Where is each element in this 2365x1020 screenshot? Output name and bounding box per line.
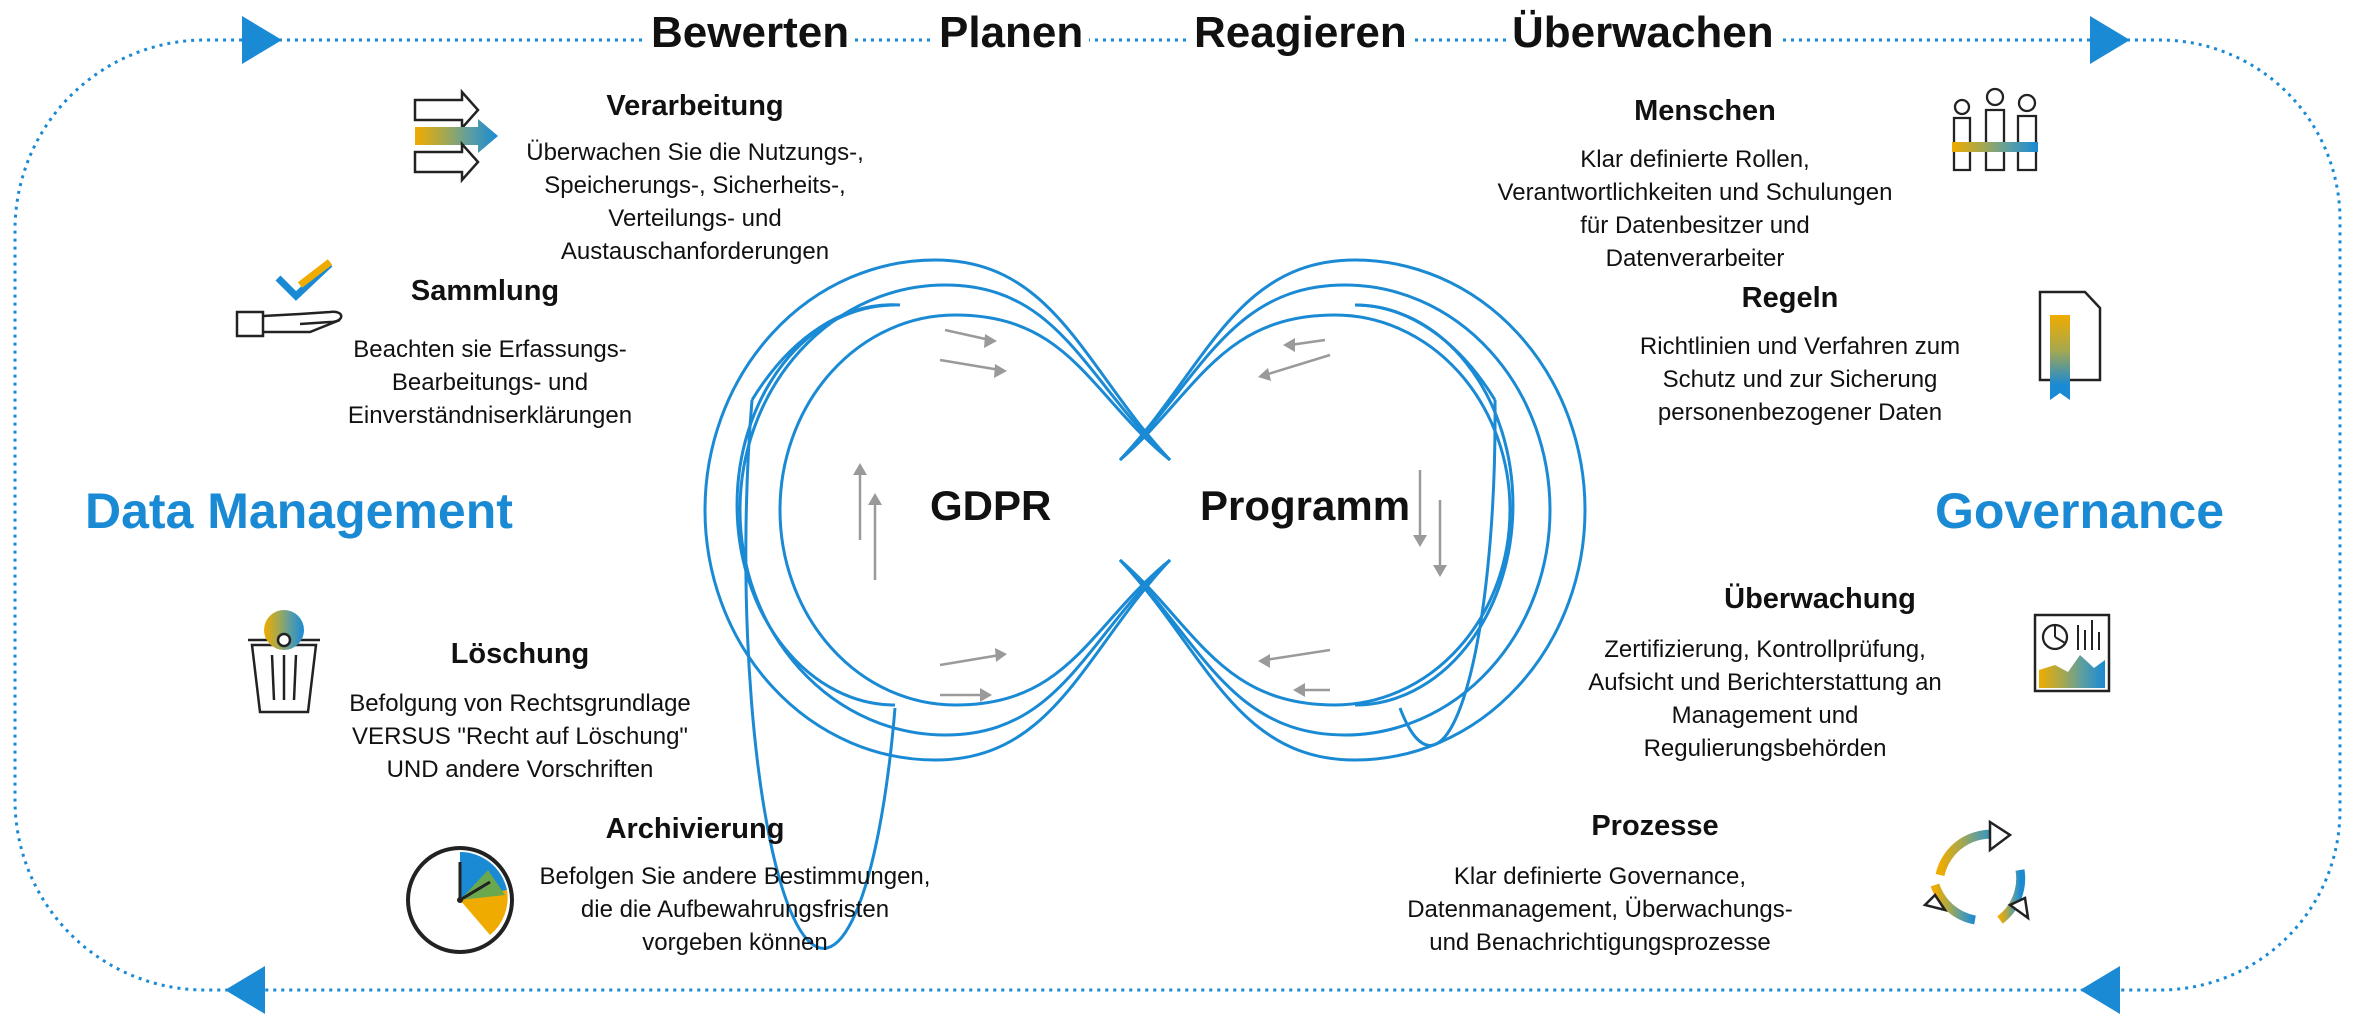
stage-label: Bewerten — [645, 8, 856, 58]
item-title: Überwachung — [1724, 583, 1916, 615]
item-title: Archivierung — [605, 813, 785, 845]
infinity-symbol — [703, 258, 1587, 950]
document-ribbon-icon — [2038, 290, 2102, 400]
arrow-right-icon — [242, 16, 282, 64]
stage-label: Überwachen — [1506, 8, 1780, 58]
item-description: Beachten sie Erfassungs- Bearbeitungs- u… — [347, 336, 633, 429]
item-description: Klar definierte Rollen, Verantwortlichke… — [1497, 146, 1893, 272]
item-title: Menschen — [1634, 95, 1776, 127]
stage-label: Reagieren — [1188, 8, 1413, 58]
center-label-right: Programm — [1200, 482, 1411, 529]
trash-icon — [248, 610, 320, 714]
item-title: Prozesse — [1591, 810, 1719, 842]
clock-icon — [406, 846, 514, 954]
flow-arrows — [858, 328, 1442, 697]
people-icon — [1952, 87, 2038, 172]
flow-arrowheads — [853, 334, 1447, 702]
item-title: Regeln — [1741, 282, 1839, 314]
arrow-right-icon — [2090, 16, 2130, 64]
item-title: Verarbeitung — [606, 90, 784, 122]
stage-label: Planen — [933, 8, 1090, 58]
arrow-left-icon — [2080, 966, 2120, 1014]
section-label-right: Governance — [1935, 483, 2225, 539]
item-title: Löschung — [450, 638, 590, 670]
recycle-icon — [1922, 819, 2030, 925]
section-label-left: Data Management — [85, 483, 513, 539]
hand-check-icon — [235, 259, 343, 338]
arrows-process-icon — [413, 88, 498, 184]
item-description: Klar definierte Governance, Datenmanagem… — [1407, 863, 1793, 956]
item-description: Zertifizierung, Kontrollprüfung, Aufsich… — [1588, 636, 1942, 762]
item-description: Richtlinien und Verfahren zum Schutz und… — [1639, 333, 1961, 426]
item-title: Sammlung — [410, 275, 560, 307]
item-description: Befolgen Sie andere Bestimmungen, die di… — [539, 863, 931, 956]
dashboard-icon — [2033, 613, 2111, 693]
item-description: Befolgung von Rechtsgrundlage VERSUS "Re… — [349, 690, 691, 783]
arrow-left-icon — [225, 966, 265, 1014]
item-description: Überwachen Sie die Nutzungs-, Speicherun… — [526, 139, 864, 265]
center-label-left: GDPR — [930, 482, 1052, 529]
